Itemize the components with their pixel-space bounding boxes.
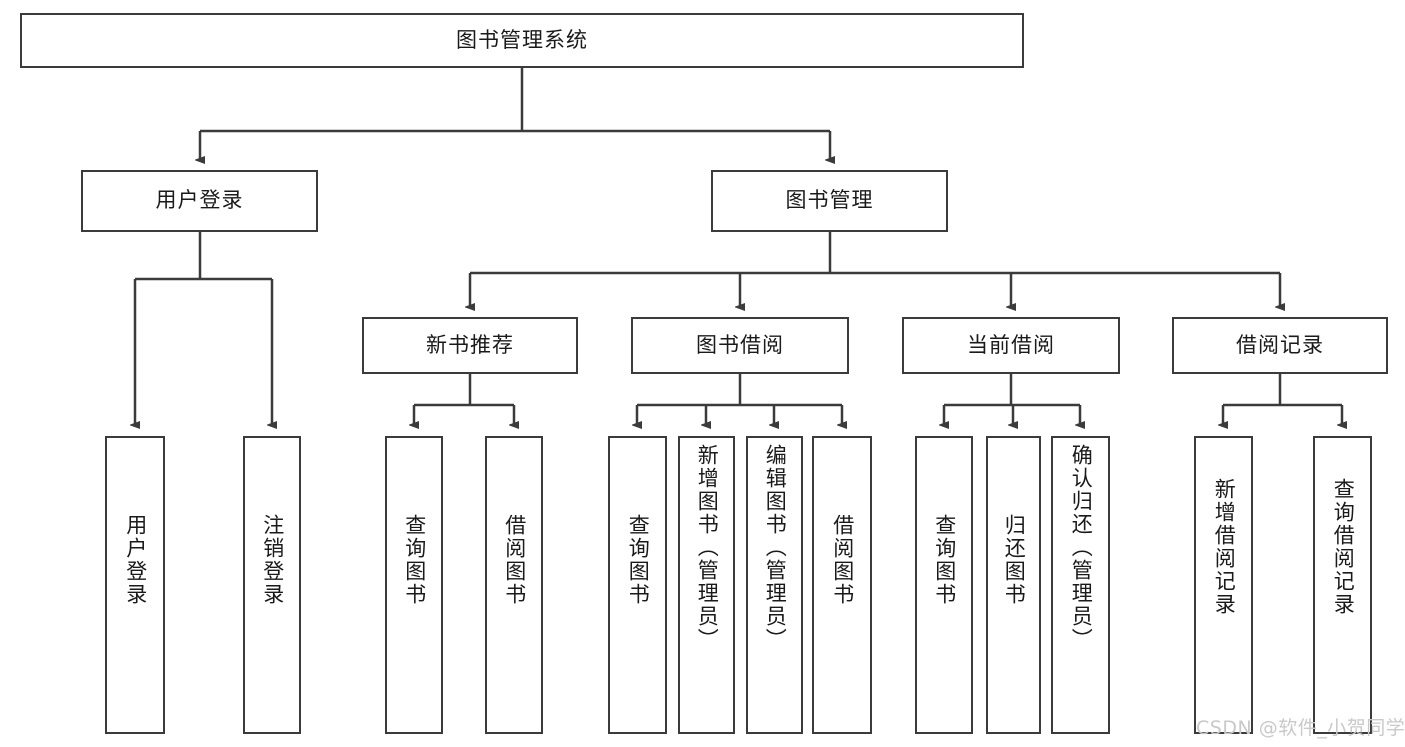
node-label: 借阅图书 [830,514,855,606]
node-leaf-edit-book-admin[interactable]: 编辑图书（管理员） [746,436,803,734]
node-book-borrow[interactable]: 图书借阅 [631,317,849,374]
node-leaf-user-login[interactable]: 用户登录 [105,436,165,734]
node-new-book-recommend[interactable]: 新书推荐 [362,317,578,374]
node-label: 归还图书 [1002,514,1027,606]
node-leaf-logout-login[interactable]: 注销登录 [243,436,301,734]
node-leaf-confirm-return-admin[interactable]: 确认归还（管理员） [1051,436,1110,734]
node-label: 新增借阅记录 [1212,478,1237,616]
node-label: 新增图书（管理员） [695,444,720,651]
node-label: 用户登录 [155,188,244,213]
node-label: 查询图书 [932,514,957,606]
node-leaf-borrow-book-recommend[interactable]: 借阅图书 [485,436,543,734]
node-label: 编辑图书（管理员） [763,444,788,651]
node-borrow-record[interactable]: 借阅记录 [1172,317,1388,374]
node-label: 查询图书 [402,514,427,606]
node-leaf-add-borrow-record[interactable]: 新增借阅记录 [1194,436,1253,734]
node-label: 图书管理系统 [456,27,588,52]
node-label: 当前借阅 [967,332,1055,357]
node-label: 借阅记录 [1236,332,1324,357]
node-user-login[interactable]: 用户登录 [81,170,318,232]
node-leaf-return-book[interactable]: 归还图书 [986,436,1041,734]
node-label: 确认归还（管理员） [1069,444,1094,651]
node-label: 图书管理 [785,188,874,213]
node-root-system[interactable]: 图书管理系统 [20,13,1024,68]
node-leaf-add-book-admin[interactable]: 新增图书（管理员） [678,436,735,734]
node-book-management[interactable]: 图书管理 [711,170,948,232]
node-leaf-borrow-book[interactable]: 借阅图书 [812,436,872,734]
node-label: 查询借阅记录 [1331,478,1356,616]
node-label: 新书推荐 [426,332,514,357]
node-label: 借阅图书 [502,514,527,606]
node-label: 图书借阅 [696,332,784,357]
node-label: 注销登录 [260,514,285,606]
node-label: 查询图书 [626,514,651,606]
node-current-borrow[interactable]: 当前借阅 [902,317,1120,374]
node-label: 用户登录 [123,514,148,606]
node-leaf-query-borrow-record[interactable]: 查询借阅记录 [1313,436,1372,734]
node-leaf-query-book-borrow[interactable]: 查询图书 [608,436,667,734]
watermark-text: CSDN @软件_小贺同学 [1196,717,1405,739]
node-leaf-query-book-current[interactable]: 查询图书 [915,436,973,734]
node-leaf-query-book-recommend[interactable]: 查询图书 [385,436,443,734]
